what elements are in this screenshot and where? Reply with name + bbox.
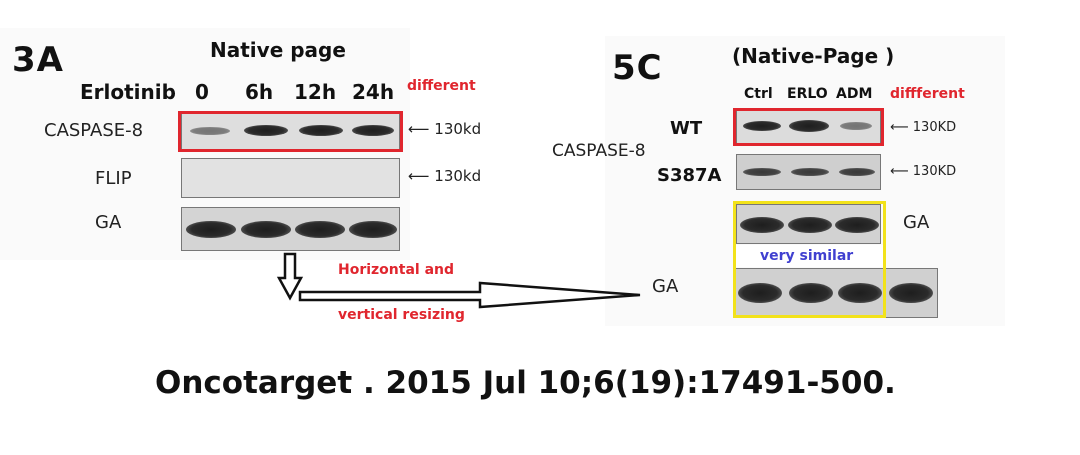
size-marker-caspase8-3a: ⟵ 130kd: [408, 120, 482, 138]
timepoint-12h: 12h: [294, 80, 337, 104]
lane-ctrl: Ctrl: [744, 86, 773, 102]
gel-ga-5c-resized: [733, 268, 938, 318]
band: [299, 125, 343, 136]
band: [788, 217, 832, 233]
band: [190, 127, 230, 135]
lane-adm: ADM: [836, 86, 873, 102]
citation: Oncotarget . 2015 Jul 10;6(19):17491-500…: [155, 365, 896, 401]
different-note-5c: diffferent: [890, 86, 965, 102]
size-label: 130KD: [912, 164, 957, 179]
very-similar-note: very similar: [760, 248, 854, 264]
right-arrow-icon: [298, 281, 641, 309]
down-arrow-icon: [276, 252, 304, 301]
gel-flip-3a: [181, 158, 400, 198]
size-label: 130kd: [434, 120, 482, 138]
band: [740, 217, 784, 233]
band: [889, 283, 933, 303]
variant-s387a: S387A: [657, 165, 722, 186]
protein-label-caspase8-5c: CASPASE-8: [552, 141, 646, 161]
variant-wt: WT: [670, 118, 703, 139]
band: [789, 120, 829, 132]
resizing-arrows: [276, 252, 641, 309]
panel-5c-title: (Native-Page ): [732, 44, 895, 68]
band: [789, 283, 833, 303]
band: [743, 168, 781, 176]
band: [743, 121, 781, 131]
band: [838, 283, 882, 303]
size-label: 130KD: [912, 120, 957, 135]
band: [244, 125, 288, 136]
gel-s387a-5c: [736, 154, 881, 190]
band: [352, 125, 394, 136]
annotation-ga-label: GA: [652, 276, 679, 297]
band: [349, 221, 397, 238]
size-label: 130kd: [434, 167, 482, 185]
row-label-ga: GA: [95, 212, 122, 233]
lane-erlo: ERLO: [787, 86, 828, 102]
row-label-caspase8: CASPASE-8: [44, 120, 144, 141]
band: [241, 221, 291, 238]
highlight-box-similar: [733, 201, 886, 318]
band: [835, 217, 879, 233]
band: [791, 168, 829, 176]
annotation-line1: Horizontal and: [338, 262, 455, 278]
timepoint-6h: 6h: [245, 80, 274, 104]
gel-caspase8-3a: [181, 113, 400, 150]
timepoint-24h: 24h: [352, 80, 395, 104]
ga-label-5c: GA: [903, 212, 930, 233]
highlight-box-wt-5c: [733, 108, 884, 146]
size-marker-flip-3a: ⟵ 130kd: [408, 167, 482, 185]
timepoint-0: 0: [195, 80, 209, 104]
band: [186, 221, 236, 238]
band: [839, 168, 875, 176]
figure-label-5c: 5C: [612, 48, 663, 88]
size-marker-s387a-5c: ⟵ 130KD: [890, 164, 957, 179]
band: [840, 122, 872, 130]
size-marker-wt-5c: ⟵ 130KD: [890, 120, 957, 135]
row-label-flip: FLIP: [95, 168, 132, 189]
figure-label-3a: 3A: [12, 40, 64, 80]
similar-gap: [736, 245, 883, 267]
panel-3a-title: Native page: [210, 38, 346, 62]
different-note-3a: different: [407, 78, 476, 94]
highlight-box-caspase8-3a: [178, 111, 403, 152]
band: [295, 221, 345, 238]
treatment-label: Erlotinib: [80, 80, 176, 104]
gel-ga-3a: [181, 207, 400, 251]
gel-wt-5c: [736, 110, 881, 144]
gel-ga-5c-top: [736, 204, 881, 244]
band: [738, 283, 782, 303]
annotation-line2: vertical resizing: [338, 307, 465, 323]
